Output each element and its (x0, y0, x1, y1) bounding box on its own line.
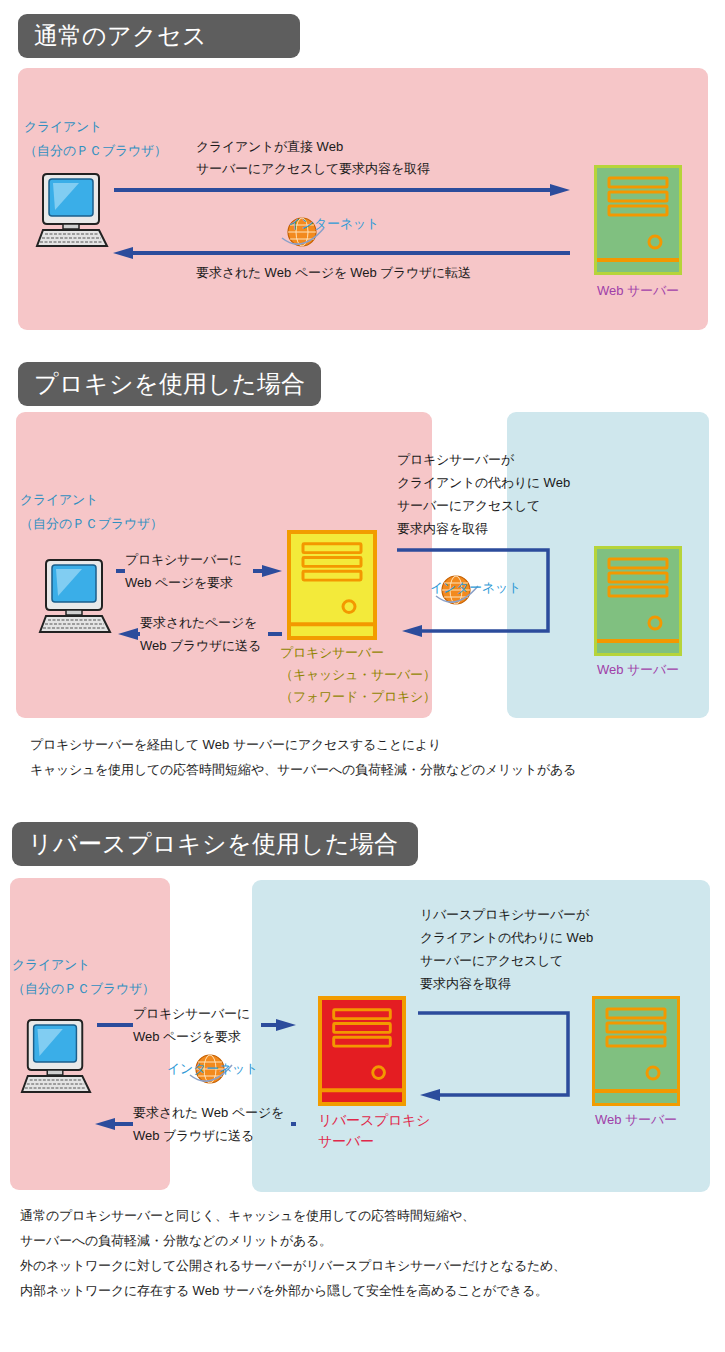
server-stripes (597, 549, 679, 653)
pc-icon (35, 172, 109, 248)
drawing-part (66, 610, 82, 615)
network-label: インターネット (167, 1060, 267, 1078)
server-stripes (597, 168, 679, 272)
drawing-part (49, 179, 93, 216)
server-label: リバースプロキシ サーバー (318, 1110, 438, 1152)
drawing-part (47, 1070, 63, 1075)
drawing-part (38, 1029, 63, 1056)
drawing-part (334, 1024, 391, 1033)
server-stripes (595, 999, 677, 1103)
node-caption-box: プロキシサーバー （キャッシュ・サーバー） （フォワード・プロキシ） (280, 642, 440, 708)
drawing-part (40, 234, 103, 242)
edge-label: 要求された Web ページを Web ブラウザに送る (133, 1101, 291, 1147)
drawing-part (607, 1023, 665, 1032)
drawing-part (37, 230, 107, 246)
server-box: Web サーバー (592, 996, 680, 1106)
drawing-part (25, 1080, 86, 1088)
server-box: リバースプロキシ サーバー (318, 996, 406, 1106)
node-caption-box: Web サーバー (584, 660, 692, 680)
drawing-part (322, 1088, 402, 1092)
section-title-bar: 通常のアクセス (18, 14, 300, 58)
server-stripes (322, 1000, 402, 1102)
edge-label: プロキシサーバーに Web ページを要求 (125, 548, 253, 594)
drawing-part (53, 183, 79, 210)
network-label: インターネット (288, 215, 388, 233)
drawing-part (34, 1025, 77, 1062)
connector-arrow (125, 251, 570, 255)
node-caption-box: Web サーバー (584, 281, 692, 301)
drawing-part (597, 639, 679, 643)
drawing-part (373, 1067, 385, 1079)
server-label: Web サーバー (584, 281, 692, 301)
edge-label: クライアントが直接 Web サーバーにアクセスして要求内容を取得 (196, 136, 496, 180)
section-title-bar: プロキシを使用した場合 (18, 362, 321, 406)
note-text: 通常のプロキシサーバーと同じく、キャッシュを使用しての応答時間短縮や、 サーバー… (20, 1203, 620, 1303)
pc-icon (20, 1018, 92, 1094)
drawing-part (334, 1037, 391, 1046)
edge-label: リバースプロキシサーバーが クライアントの代わりに Web サーバーにアクセスし… (420, 903, 600, 995)
drawing-part (609, 206, 667, 215)
drawing-part (649, 617, 661, 629)
edge-label: プロキシサーバーが クライアントの代わりに Web サーバーにアクセスして 要求… (397, 448, 577, 540)
drawing-part (647, 1067, 659, 1079)
client-pc: クライアント （自分のＰＣブラウザ） (35, 172, 109, 248)
client-label: クライアント （自分のＰＣブラウザ） (12, 953, 162, 1001)
server-box: Web サーバー (594, 165, 682, 275)
server-box: プロキシサーバー （キャッシュ・サーバー） （フォワード・プロキシ） (287, 530, 377, 640)
section-title-bar: リバースプロキシを使用した場合 (12, 822, 418, 866)
network-label: インターネット (430, 579, 530, 597)
drawing-part (52, 565, 96, 602)
drawing-part (334, 1010, 391, 1019)
drawing-part (609, 178, 667, 187)
drawing-part (22, 1076, 90, 1092)
note-text: プロキシサーバーを経由して Web サーバーにアクセスすることにより キャッシュ… (30, 732, 670, 782)
server-label: プロキシサーバー （キャッシュ・サーバー） （フォワード・プロキシ） (280, 642, 440, 708)
node-caption-box: Web サーバー (582, 1110, 690, 1130)
edge-label: 要求されたページを Web ブラウザに送る (140, 611, 268, 657)
connector-arrow (397, 550, 548, 631)
edge-label: 要求された Web ページを Web ブラウザに転送 (196, 262, 526, 284)
drawing-part (649, 236, 661, 248)
drawing-part (343, 601, 355, 613)
drawing-part (63, 224, 79, 229)
node-caption-box: リバースプロキシ サーバー (318, 1110, 438, 1152)
drawing-part (609, 587, 667, 596)
drawing-part (43, 174, 99, 224)
section-title: リバースプロキシを使用した場合 (28, 829, 402, 859)
drawing-part (303, 571, 361, 580)
drawing-part (609, 573, 667, 582)
drawing-part (46, 560, 102, 610)
server-label: Web サーバー (584, 660, 692, 680)
drawing-part (597, 258, 679, 262)
drawing-part (609, 192, 667, 201)
drawing-part (40, 616, 110, 632)
section-title: プロキシを使用した場合 (34, 369, 305, 399)
server-label: Web サーバー (582, 1110, 690, 1130)
node-caption-box: クライアント （自分のＰＣブラウザ） (12, 953, 162, 1001)
drawing-part (609, 559, 667, 568)
drawing-part (28, 1020, 82, 1070)
drawing-part (43, 620, 106, 628)
pc-icon (38, 558, 112, 634)
node-caption-box: クライアント （自分のＰＣブラウザ） (24, 115, 174, 163)
client-pc: クライアント （自分のＰＣブラウザ） (20, 1018, 92, 1094)
server-stripes (291, 534, 373, 636)
edge-label: プロキシサーバーに Web ページを要求 (133, 1002, 261, 1048)
drawing-part (595, 1089, 677, 1093)
drawing-part (291, 622, 373, 626)
drawing-part (607, 1009, 665, 1018)
server-box: Web サーバー (594, 546, 682, 656)
drawing-part (607, 1037, 665, 1046)
connector-arrow (418, 1013, 568, 1095)
drawing-part (303, 544, 361, 553)
client-pc: クライアント （自分のＰＣブラウザ） (38, 558, 112, 634)
node-caption-box: クライアント （自分のＰＣブラウザ） (20, 488, 170, 536)
drawing-part (303, 558, 361, 567)
client-label: クライアント （自分のＰＣブラウザ） (24, 115, 174, 163)
section-title: 通常のアクセス (34, 21, 284, 51)
connector-arrow (114, 188, 558, 192)
drawing-part (56, 569, 82, 596)
client-label: クライアント （自分のＰＣブラウザ） (20, 488, 170, 536)
